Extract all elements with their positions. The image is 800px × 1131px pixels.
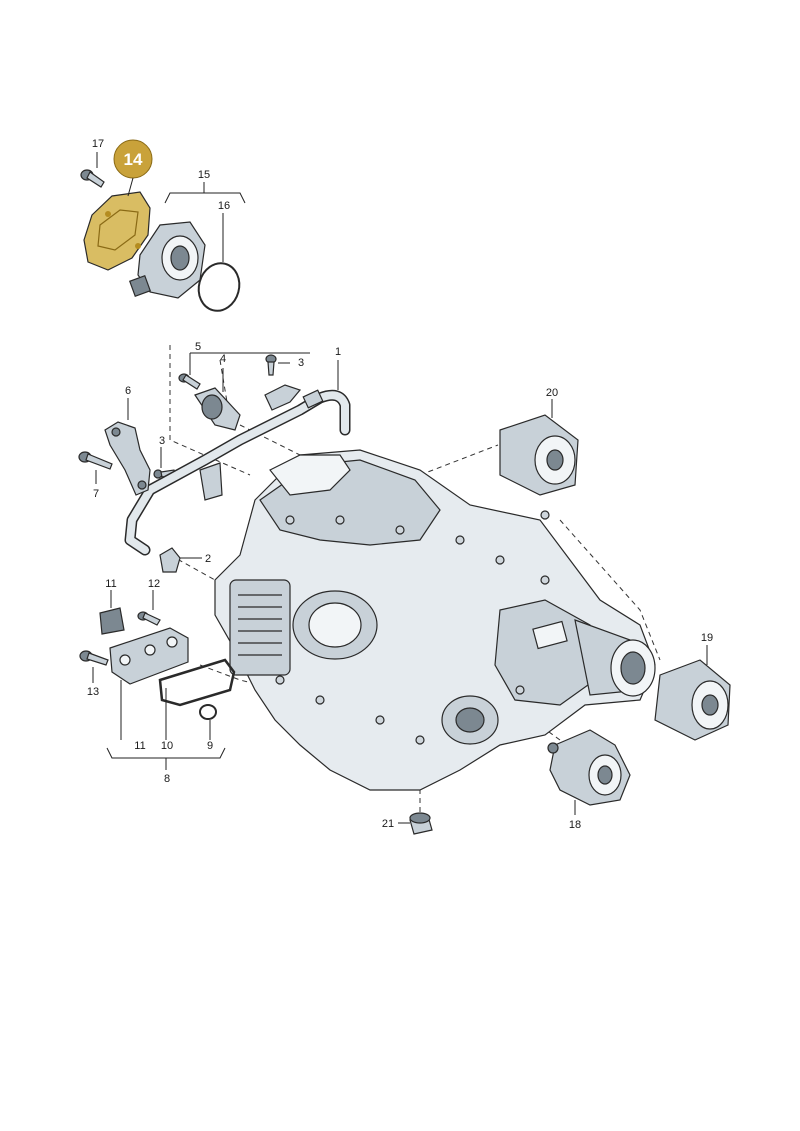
label-14: 14 xyxy=(124,150,143,169)
label-3-lower: 3 xyxy=(159,435,165,447)
label-9: 9 xyxy=(207,740,213,752)
part-6-bracket[interactable] xyxy=(104,421,151,496)
label-8: 8 xyxy=(164,773,170,785)
part-21-drain-plug[interactable] xyxy=(409,812,433,835)
label-6: 6 xyxy=(125,385,131,397)
label-13: 13 xyxy=(87,686,99,698)
part-18-mount[interactable] xyxy=(547,729,631,806)
part-13-bolt[interactable] xyxy=(79,650,109,666)
part-12-bolt[interactable] xyxy=(137,611,161,626)
part-15-filter-housing[interactable] xyxy=(128,221,206,299)
part-14-cover-plate[interactable] xyxy=(83,191,151,271)
label-18: 18 xyxy=(569,819,581,831)
label-11-lower: 11 xyxy=(134,740,145,752)
label-17: 17 xyxy=(92,138,104,150)
leader-lines xyxy=(92,152,708,824)
label-4: 4 xyxy=(220,353,226,365)
part-9-small-o-ring[interactable] xyxy=(199,704,217,720)
part-8-valve-cover[interactable] xyxy=(109,627,189,685)
label-10: 10 xyxy=(161,740,173,752)
label-15: 15 xyxy=(198,169,210,181)
part-4-sensor[interactable] xyxy=(194,387,241,431)
part-5-bolt[interactable] xyxy=(178,373,201,390)
part-1-oil-pipe[interactable] xyxy=(124,384,351,556)
part-17-bolt[interactable] xyxy=(80,169,105,188)
part-10-gasket[interactable] xyxy=(158,658,236,707)
part-11-pad[interactable] xyxy=(99,607,125,635)
callout-labels: 17 15 16 5 4 3 1 6 3 7 2 11 12 13 11 10 … xyxy=(87,138,713,831)
label-3-upper: 3 xyxy=(298,357,304,369)
label-11-upper: 11 xyxy=(105,578,116,590)
label-5: 5 xyxy=(195,341,201,353)
part-7-bolt[interactable] xyxy=(78,451,113,470)
label-21: 21 xyxy=(382,818,394,830)
leader-14 xyxy=(127,177,134,197)
part-20-mount[interactable] xyxy=(499,414,579,496)
part-3-bolt-upper[interactable] xyxy=(265,354,277,376)
part-19-mount[interactable] xyxy=(654,659,731,741)
part-16-o-ring[interactable] xyxy=(193,259,244,316)
label-7: 7 xyxy=(93,488,99,500)
part-2-clip[interactable] xyxy=(159,547,181,573)
label-19: 19 xyxy=(701,632,713,644)
part-14-badge[interactable]: 14 xyxy=(113,139,153,197)
transmission-housing[interactable] xyxy=(214,449,656,791)
label-12: 12 xyxy=(148,578,160,590)
label-20: 20 xyxy=(546,387,558,399)
label-16: 16 xyxy=(218,200,230,212)
label-2: 2 xyxy=(205,553,211,565)
label-1: 1 xyxy=(335,346,341,358)
